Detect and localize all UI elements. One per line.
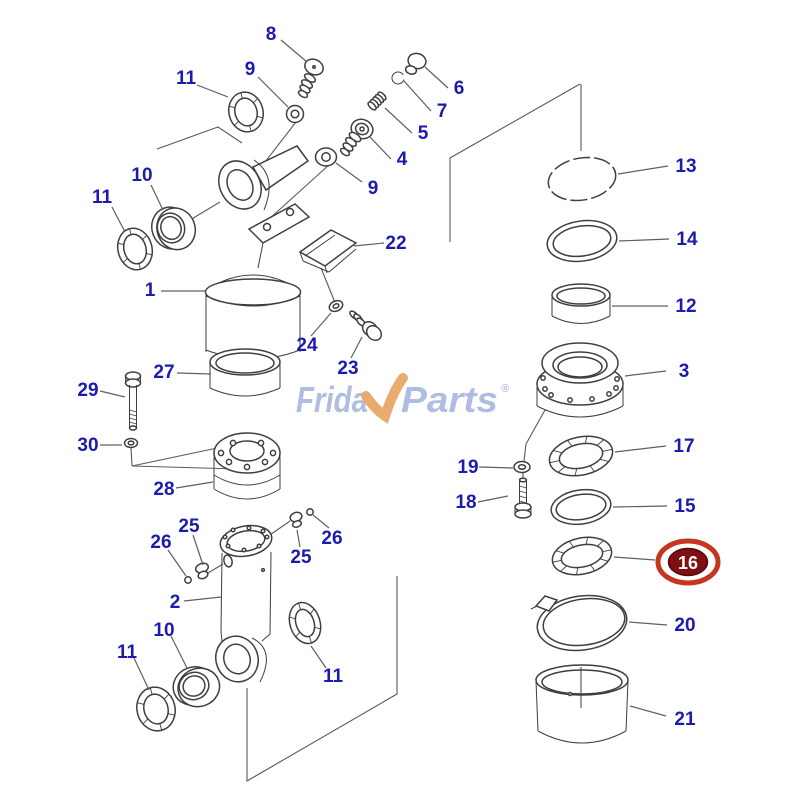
callout-4: 4 bbox=[397, 149, 408, 170]
part-23-bolt bbox=[349, 310, 383, 341]
callout-25R: 25 bbox=[290, 547, 312, 568]
watermark-registered-mark: ® bbox=[501, 383, 510, 395]
part-19-washer bbox=[513, 460, 531, 474]
part-8-bolt bbox=[297, 58, 324, 99]
callout-1: 1 bbox=[145, 280, 156, 301]
callout-7: 7 bbox=[437, 101, 448, 122]
callout-22: 22 bbox=[385, 233, 406, 254]
callout-11b: 11 bbox=[92, 187, 113, 208]
part-3-gland-assembly bbox=[536, 342, 624, 418]
callout-21: 21 bbox=[674, 709, 696, 730]
callout-29: 29 bbox=[77, 380, 98, 401]
part-1-head-assembly bbox=[204, 145, 311, 360]
part-7-snap-ring bbox=[391, 71, 405, 85]
check-swoosh-icon bbox=[361, 373, 408, 424]
watermark-text-frida: Frida bbox=[296, 379, 368, 420]
part-28-piston bbox=[213, 432, 281, 500]
callout-12: 12 bbox=[675, 296, 696, 317]
part-25-plug-right bbox=[289, 511, 303, 528]
part-14-oring bbox=[546, 219, 618, 263]
part-15-oring bbox=[550, 488, 612, 526]
part-27-bushing bbox=[209, 348, 281, 397]
part-12-bushing bbox=[551, 283, 611, 324]
callout-11d: 11 bbox=[323, 666, 344, 687]
callout-18: 18 bbox=[455, 492, 476, 513]
part-29-long-bolt bbox=[124, 371, 142, 431]
part-11-seal-left bbox=[116, 227, 154, 271]
callout-6: 6 bbox=[454, 78, 465, 99]
callout-25L: 25 bbox=[178, 516, 200, 537]
callout-26L: 26 bbox=[150, 532, 171, 553]
part-17-threaded-ring bbox=[548, 435, 614, 477]
callout-11c: 11 bbox=[117, 642, 138, 663]
part-11-seal-bottom-left bbox=[136, 686, 176, 732]
callout-24: 24 bbox=[296, 335, 318, 356]
callout-30: 30 bbox=[77, 435, 98, 456]
part-11-seal-top bbox=[228, 91, 264, 133]
callout-13: 13 bbox=[675, 156, 696, 177]
callout-27: 27 bbox=[153, 362, 174, 383]
part-10-collar-top bbox=[151, 206, 197, 251]
callout-23: 23 bbox=[337, 358, 358, 379]
part-25-plug-left bbox=[194, 562, 210, 580]
watermark-logo: Frida Parts ® bbox=[296, 373, 510, 424]
callout-labels: 8 9 11 6 7 5 4 10 9 11 1 22 24 23 27 29 … bbox=[77, 24, 698, 730]
callout-5: 5 bbox=[418, 123, 429, 144]
watermark-text-parts: Parts bbox=[401, 379, 498, 420]
callout-10b: 10 bbox=[153, 620, 174, 641]
part-4-valve-screw bbox=[339, 118, 374, 157]
callout-15: 15 bbox=[674, 496, 696, 517]
callout-17: 17 bbox=[673, 436, 694, 457]
part-13-plate bbox=[547, 156, 617, 202]
part-9-washer-second bbox=[314, 147, 338, 167]
part-18-bolt bbox=[514, 477, 532, 519]
part-6-plug bbox=[404, 52, 427, 75]
part-21-cup bbox=[535, 664, 629, 744]
callout-26R: 26 bbox=[321, 528, 342, 549]
part-5-spring bbox=[367, 91, 387, 111]
part-11-seal-bottom-right bbox=[288, 601, 322, 645]
part-26-ball-left bbox=[184, 576, 192, 584]
part-26-ball-right bbox=[306, 508, 314, 516]
part-22-clamp-plate bbox=[298, 229, 358, 274]
callout-3: 3 bbox=[679, 361, 690, 382]
leader-lines bbox=[99, 39, 670, 717]
callout-10a: 10 bbox=[131, 165, 152, 186]
callout-8: 8 bbox=[266, 24, 277, 45]
highlighted-callout-16: 16 bbox=[655, 538, 721, 586]
callout-9a: 9 bbox=[245, 59, 256, 80]
callout-2: 2 bbox=[170, 592, 181, 613]
callout-19: 19 bbox=[457, 457, 478, 478]
callout-20: 20 bbox=[674, 615, 695, 636]
callout-28: 28 bbox=[153, 479, 174, 500]
callout-9b: 9 bbox=[368, 178, 379, 199]
callout-11a: 11 bbox=[176, 68, 197, 89]
part-20-clamp-band bbox=[530, 594, 628, 652]
highlighted-part-number: 16 bbox=[678, 553, 698, 573]
part-2-cylinder-tube bbox=[215, 524, 273, 683]
part-16-threaded-ring bbox=[551, 536, 613, 576]
part-24-washer bbox=[328, 299, 344, 313]
part-10-collar-bottom bbox=[172, 666, 221, 708]
part-30-washer bbox=[123, 437, 139, 449]
part-9-washer-top bbox=[285, 104, 305, 124]
callout-14: 14 bbox=[676, 229, 698, 250]
